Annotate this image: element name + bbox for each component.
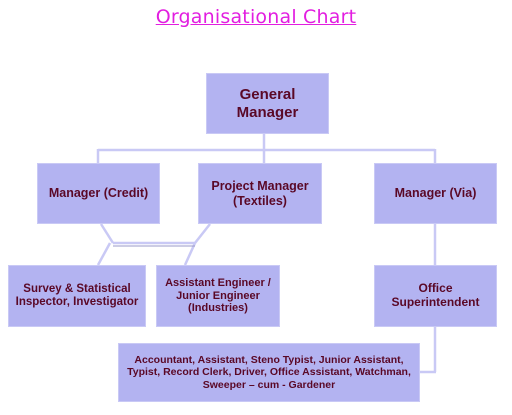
node-manager-via: Manager (Via) [374,163,497,224]
chart-title: Organisational Chart [155,6,357,28]
node-assistant-engineer: Assistant Engineer / Junior Engineer (In… [156,265,280,327]
node-project-manager: Project Manager (Textiles) [198,163,322,224]
node-staff-list: Accountant, Assistant, Steno Typist, Jun… [118,343,420,402]
node-survey-inspector: Survey & Statistical Inspector, Investig… [8,265,146,327]
node-office-superintendent: Office Superintendent [374,265,497,327]
node-general-manager: General Manager [206,73,329,134]
node-manager-credit: Manager (Credit) [37,163,160,224]
